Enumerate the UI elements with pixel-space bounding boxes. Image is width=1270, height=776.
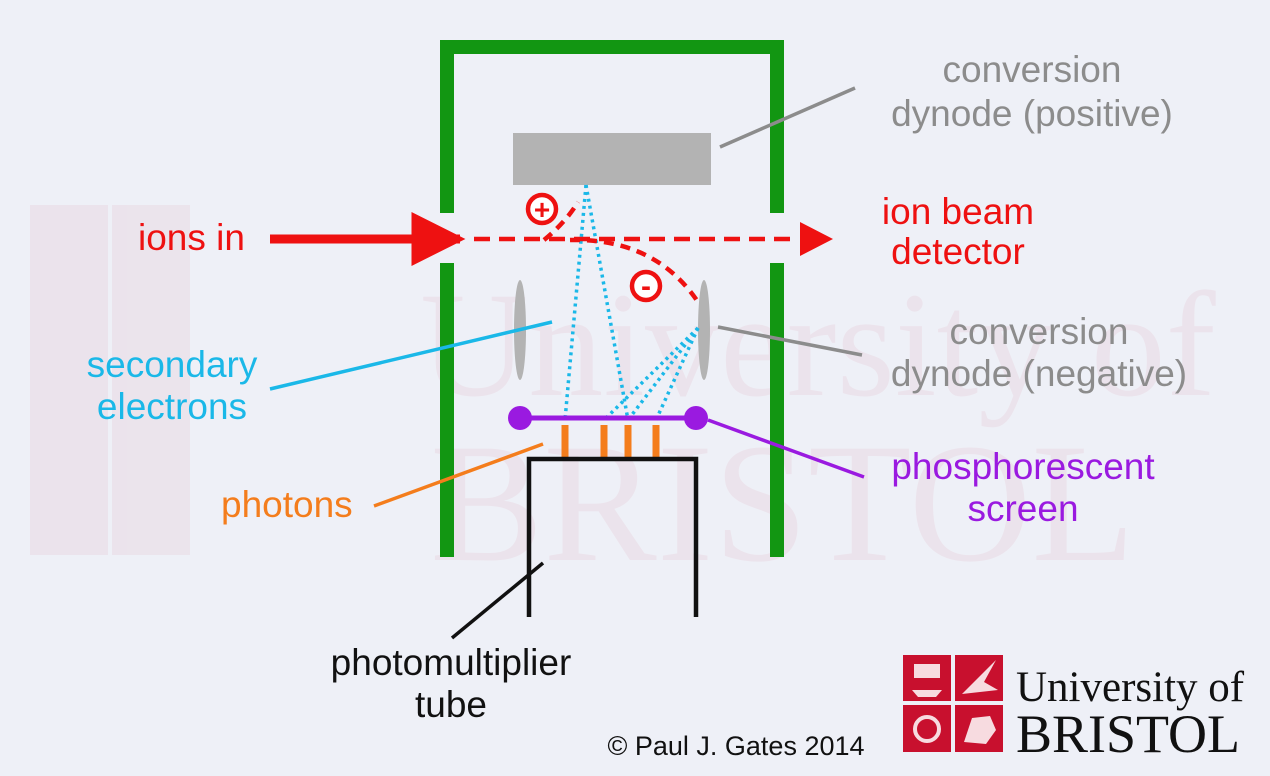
label-secondary-electrons: secondary electrons	[87, 344, 258, 427]
negative-charge-label: -	[641, 270, 651, 303]
negative-conversion-dynode	[698, 280, 710, 380]
label-ions-in: ions in	[138, 217, 245, 258]
label-ion-beam-detector: ion beam detector	[882, 191, 1034, 272]
label-pmt-line1: photomultiplier	[331, 642, 572, 683]
leader-lines	[269, 86, 865, 640]
logo-crest-icon	[903, 655, 1003, 752]
screen-right-terminal	[684, 406, 708, 430]
copyright-notice: © Paul J. Gates 2014	[607, 731, 864, 761]
label-screen-line2: screen	[967, 488, 1078, 529]
label-conversion-dynode-negative: conversion dynode (negative)	[891, 311, 1187, 394]
screen-left-terminal	[508, 406, 532, 430]
photons	[561, 425, 660, 458]
label-electrons-line2: electrons	[97, 386, 247, 427]
watermark-crest-right	[112, 205, 190, 555]
university-logo: University of BRISTOL	[903, 655, 1245, 764]
logo-line1: University of	[1016, 664, 1245, 711]
label-detector-line2: detector	[891, 231, 1025, 272]
label-dynode-negative-line2: dynode (negative)	[891, 353, 1187, 394]
negative-charge-symbol: -	[629, 269, 663, 303]
label-photons: photons	[221, 484, 353, 525]
detector-housing	[440, 40, 784, 557]
label-detector-line1: ion beam	[882, 191, 1034, 232]
negative-ion-path	[569, 237, 700, 304]
secondary-electron-paths	[563, 184, 700, 422]
label-dynode-positive-line2: dynode (positive)	[891, 93, 1173, 134]
positive-charge-label: +	[534, 194, 550, 225]
label-dynode-positive-line1: conversion	[943, 49, 1122, 90]
label-pmt-line2: tube	[415, 684, 487, 725]
watermark-crest-left	[30, 205, 108, 555]
positive-charge-symbol: +	[525, 192, 559, 226]
label-photomultiplier-tube: photomultiplier tube	[331, 642, 572, 725]
logo-line2: BRISTOL	[1016, 704, 1240, 764]
label-screen-line1: phosphorescent	[891, 446, 1155, 487]
ion-beam	[270, 200, 833, 304]
label-phosphorescent-screen: phosphorescent screen	[891, 446, 1155, 529]
ion-beam-arrowhead	[800, 222, 833, 256]
positive-ion-path	[542, 200, 580, 242]
label-conversion-dynode-positive: conversion dynode (positive)	[891, 49, 1173, 134]
housing-top	[440, 40, 784, 213]
label-dynode-negative-line1: conversion	[950, 311, 1129, 352]
photomultiplier-tube	[526, 456, 699, 617]
label-electrons-line1: secondary	[87, 344, 258, 385]
positive-conversion-dynode	[513, 133, 711, 185]
